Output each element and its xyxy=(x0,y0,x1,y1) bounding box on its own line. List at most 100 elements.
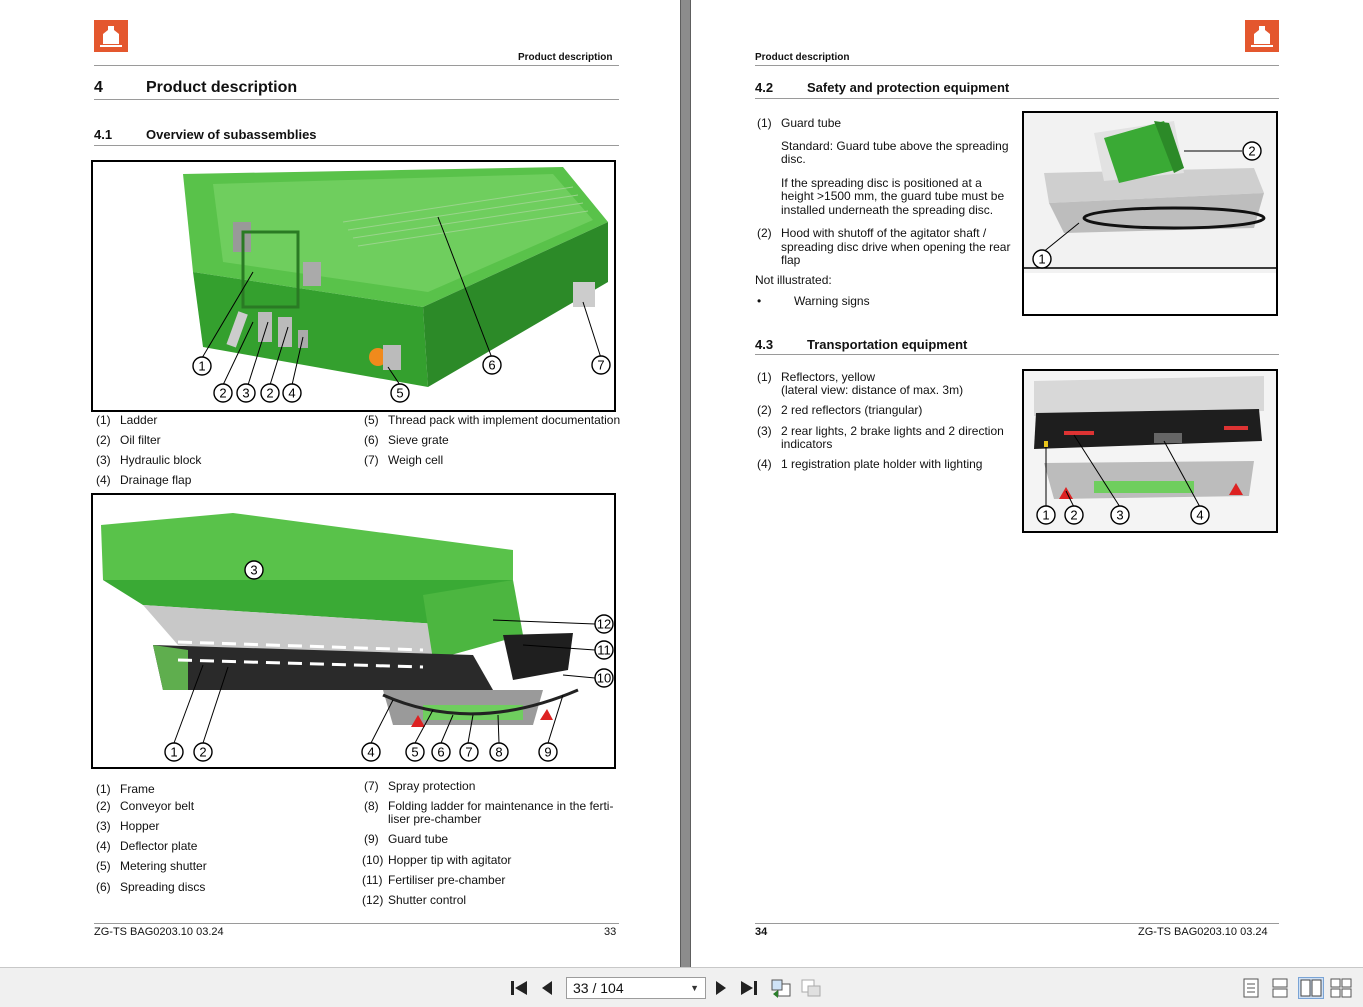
transport-item-4-number: (4) xyxy=(757,457,772,471)
fig3-callout-1: 1 xyxy=(1038,252,1045,267)
last-page-icon xyxy=(741,981,757,995)
safety-item-1-text-2a: If the spreading disc is positioned at a xyxy=(781,176,982,190)
safety-item-1-text-1a: Standard: Guard tube above the spreading xyxy=(781,139,1009,153)
fig1-callout-5: 5 xyxy=(396,386,403,401)
viewer-toolbar: 33 / 104 ▼ xyxy=(0,967,1363,1007)
safety-item-2-text-a: Hood with shutoff of the agitator shaft … xyxy=(781,226,987,240)
chapter-rule xyxy=(94,99,619,100)
footer-rule xyxy=(94,923,619,924)
logo-graphic xyxy=(94,20,128,52)
fig4-callout-4: 4 xyxy=(1196,508,1203,523)
previous-view-icon xyxy=(771,979,791,998)
fig1-callout-2: 2 xyxy=(219,386,226,401)
header-rule xyxy=(94,65,619,66)
fig1-callout-3: 3 xyxy=(242,386,249,401)
page-indicator-text: 33 / 104 xyxy=(573,980,624,996)
safety-item-2-text-c: flap xyxy=(781,253,801,267)
fig1-callout-4: 4 xyxy=(288,386,295,401)
fig2-callout-2: 2 xyxy=(199,745,206,760)
running-head: Product description xyxy=(518,52,613,63)
next-page-button[interactable] xyxy=(710,977,732,999)
legend1-item-5: (5)Thread pack with implement documentat… xyxy=(364,413,621,427)
footer-rule xyxy=(755,923,1279,924)
legend2-item-4: (4)Deflector plate xyxy=(96,839,198,853)
logo-graphic xyxy=(1245,20,1279,52)
previous-view-button[interactable] xyxy=(770,977,792,999)
legend1-item-3: (3)Hydraulic block xyxy=(96,453,202,467)
running-head: Product description xyxy=(755,52,850,63)
chapter-number: 4 xyxy=(94,79,103,96)
not-illustrated-label: Not illustrated: xyxy=(755,273,832,287)
legend2-item-6: (6)Spreading discs xyxy=(96,880,206,894)
safety-item-2-number: (2) xyxy=(757,226,772,240)
transport-item-3-text-2: indicators xyxy=(781,437,833,451)
first-page-icon xyxy=(511,981,527,995)
fig4-callout-1: 1 xyxy=(1042,508,1049,523)
fig1-callouts: 1 2 3 2 4 5 6 7 xyxy=(192,216,611,403)
section-number: 4.1 xyxy=(94,127,113,142)
legend2-item-10: (10)Hopper tip with agitator xyxy=(362,853,512,867)
safety-item-1-title: Guard tube xyxy=(781,116,842,130)
legend2-item-8: (8)Folding ladder for maintenance in the… xyxy=(364,799,614,826)
next-page-icon xyxy=(716,981,726,995)
bullet-warning-signs: Warning signs xyxy=(794,294,870,308)
fig3-callout-2: 2 xyxy=(1248,144,1255,159)
two-page-icon xyxy=(1300,979,1322,997)
legend1-item-6: (6)Sieve grate xyxy=(364,433,449,447)
chapter-title: Product description xyxy=(146,79,298,96)
page-gutter xyxy=(680,0,691,967)
previous-page-button[interactable] xyxy=(536,977,558,999)
legend2-item-12: (12)Shutter control xyxy=(362,893,467,907)
subassemblies-figure-top: 1 2 3 2 4 5 6 7 xyxy=(91,160,616,412)
legend1-item-7: (7)Weigh cell xyxy=(364,453,444,467)
fig2-callouts: 1 2 3 4 5 6 7 8 9 10 11 12 xyxy=(164,560,614,762)
fig1-callout-7: 7 xyxy=(597,358,604,373)
amazone-logo xyxy=(1245,20,1279,52)
two-page-continuous-icon xyxy=(1330,978,1352,998)
safety-item-1-text-1b: disc. xyxy=(781,152,806,166)
footer-page-number: 34 xyxy=(755,926,768,938)
transport-item-1-number: (1) xyxy=(757,370,772,384)
continuous-view-button[interactable] xyxy=(1269,977,1291,999)
two-page-continuous-view-button[interactable] xyxy=(1330,977,1352,999)
section-4-3-number: 4.3 xyxy=(755,337,774,352)
fig1-callout-6: 6 xyxy=(488,358,495,373)
two-page-view-button[interactable] xyxy=(1298,977,1324,999)
document-page-left: Product description 4 Product descriptio… xyxy=(0,0,680,967)
legend1-item-4: (4)Drainage flap xyxy=(96,473,192,487)
footer-document-id: ZG-TS BAG0203.10 03.24 xyxy=(94,926,224,938)
single-page-icon xyxy=(1243,978,1259,998)
fig2-callout-3: 3 xyxy=(250,563,257,578)
first-page-button[interactable] xyxy=(508,977,530,999)
document-page-right: Product description 4.2 Safety and prote… xyxy=(691,0,1363,967)
safety-item-1-number: (1) xyxy=(757,116,772,130)
transport-item-4-text: 1 registration plate holder with lightin… xyxy=(781,457,983,471)
page-number-field[interactable]: 33 / 104 ▼ xyxy=(566,977,706,999)
continuous-page-icon xyxy=(1272,978,1288,998)
fig1-callout-2b: 2 xyxy=(266,386,273,401)
fig2-callout-4: 4 xyxy=(367,745,374,760)
transport-item-1-text: Reflectors, yellow xyxy=(781,370,876,384)
section-4-3-rule xyxy=(755,354,1279,355)
section-4-2-number: 4.2 xyxy=(755,80,774,95)
legend2-item-1: (1)Frame xyxy=(96,782,155,796)
transportation-equipment-figure: 1 2 3 4 xyxy=(1022,369,1278,533)
section-title: Overview of subassemblies xyxy=(146,127,317,142)
header-rule xyxy=(755,65,1279,66)
legend2-item-2: (2)Conveyor belt xyxy=(96,799,195,813)
fig2-callout-1: 1 xyxy=(170,745,177,760)
single-page-view-button[interactable] xyxy=(1240,977,1262,999)
transport-item-3-number: (3) xyxy=(757,424,772,438)
fig2-callout-10: 10 xyxy=(597,671,611,686)
subassemblies-figure-bottom: 1 2 3 4 5 6 7 8 9 10 11 12 xyxy=(91,493,616,769)
fig1-callout-1: 1 xyxy=(198,359,205,374)
fig4-callout-2: 2 xyxy=(1070,508,1077,523)
fig2-callout-11: 11 xyxy=(597,643,611,658)
safety-item-2-text-b: spreading disc drive when opening the re… xyxy=(781,240,1011,254)
legend2-item-11: (11)Fertiliser pre-chamber xyxy=(362,873,506,887)
chevron-down-icon[interactable]: ▼ xyxy=(690,983,699,993)
footer-document-id: ZG-TS BAG0203.10 03.24 xyxy=(1138,926,1268,938)
legend1-item-2: (2)Oil filter xyxy=(96,433,161,447)
next-view-button[interactable] xyxy=(800,977,822,999)
last-page-button[interactable] xyxy=(738,977,760,999)
